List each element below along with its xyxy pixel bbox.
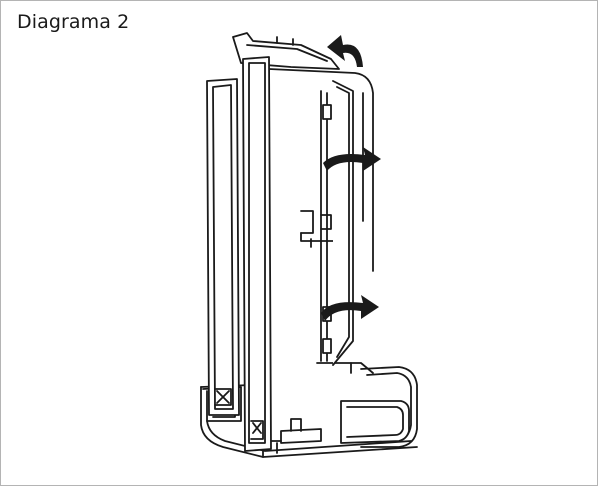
- tower-body: [268, 68, 374, 442]
- folding-door: [332, 80, 354, 366]
- front-slot-frame: [242, 56, 272, 452]
- curved-arrow-icon: [323, 147, 381, 171]
- curved-arrow-icon: [321, 295, 379, 321]
- back-slot-frame: [206, 78, 240, 416]
- diagram-title: Diagrama 2: [17, 11, 130, 33]
- curved-arrow-icon: [327, 35, 363, 67]
